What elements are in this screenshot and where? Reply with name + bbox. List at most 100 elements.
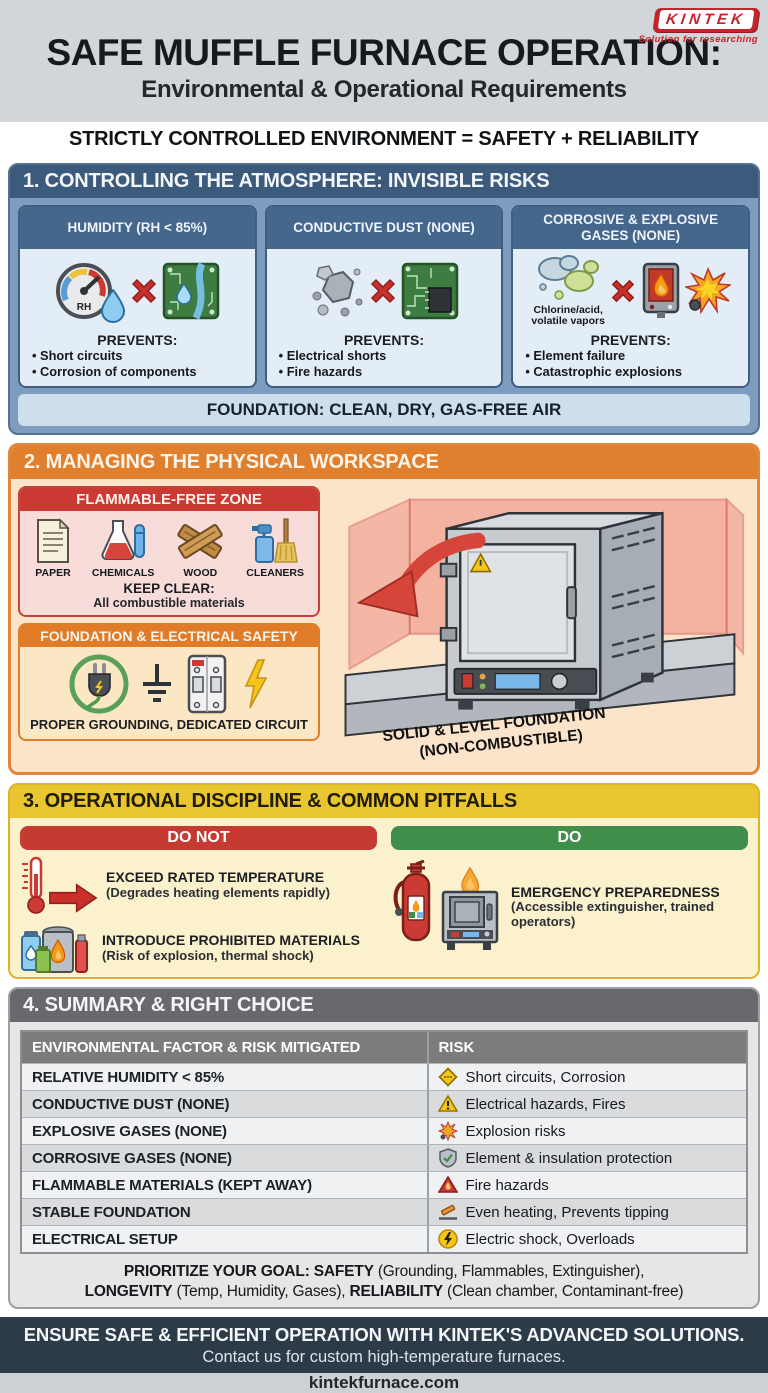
column-header-factor: ENVIRONMENTAL FACTOR & RISK MITIGATED: [32, 1039, 361, 1056]
electrical-safety-caption: PROPER GROUNDING, DEDICATED CIRCUIT: [30, 717, 308, 732]
do-item-sub: (Accessible extinguisher, trained operat…: [511, 899, 715, 929]
section-discipline-title: 3. OPERATIONAL DISCIPLINE & COMMON PITFA…: [10, 785, 758, 818]
dont-item-temperature: EXCEED RATED TEMPERATURE (Degrades heati…: [20, 856, 377, 914]
gases-card-icons: Chlorine/acid, volatile vapors: [513, 249, 748, 332]
dont-item-sub: (Risk of explosion, thermal shock): [102, 947, 314, 963]
cleaners-icon: [251, 517, 299, 565]
risk-text: Electrical hazards, Fires: [465, 1095, 626, 1113]
do-column: DO: [391, 826, 748, 976]
cleaners-item: CLEANERS: [246, 517, 304, 579]
section-atmosphere: 1. CONTROLLING THE ATMOSPHERE: INVISIBLE…: [8, 163, 760, 435]
list-item: • Fire hazards: [278, 364, 363, 380]
workspace-body: FLAMMABLE-FREE ZONE: [11, 479, 757, 772]
risk-text: Even heating, Prevents tipping: [465, 1203, 669, 1221]
risk-text: Fire hazards: [465, 1176, 549, 1194]
humidity-card-title: HUMIDITY (RH < 85%): [20, 207, 255, 249]
dont-item-text: INTRODUCE PROHIBITED MATERIALS (Risk of …: [102, 932, 360, 963]
table-row: RELATIVE HUMIDITY < 85% Short circuits, …: [22, 1063, 746, 1090]
circuit-breaker-icon: [184, 653, 230, 715]
flammable-free-zone-card: FLAMMABLE-FREE ZONE: [18, 486, 320, 617]
website-link[interactable]: kintekfurnace.com: [308, 1373, 460, 1392]
dont-item-title: EXCEED RATED TEMPERATURE: [106, 869, 325, 886]
control-panel: [453, 667, 598, 695]
muffle-furnace: [439, 511, 664, 710]
electrical-safety-icons: [20, 647, 318, 717]
dust-card: CONDUCTIVE DUST (NONE): [264, 205, 504, 388]
dont-item-materials: INTRODUCE PROHIBITED MATERIALS (Risk of …: [20, 920, 377, 976]
workspace-left-column: FLAMMABLE-FREE ZONE: [18, 486, 320, 766]
discipline-body: DO NOT: [10, 818, 758, 977]
burning-furnace-icon: [640, 262, 682, 320]
table-row: CORROSIVE GASES (NONE) Element & insulat…: [22, 1144, 746, 1171]
explosion-icon: [438, 1121, 459, 1141]
factor-cell: RELATIVE HUMIDITY < 85%: [32, 1068, 224, 1086]
humidity-prevents-list: • Short circuits • Corrosion of componen…: [20, 348, 255, 386]
table-row: FLAMMABLE MATERIALS (KEPT AWAY) Fire haz…: [22, 1171, 746, 1198]
water-droplet-icon: [100, 289, 126, 324]
list-item: • Short circuits: [32, 347, 123, 363]
cta-line1: ENSURE SAFE & EFFICIENT OPERATION WITH K…: [23, 1324, 745, 1345]
table-row: STABLE FOUNDATION Even heating, Prevents…: [22, 1198, 746, 1225]
grounded-plug-icon: [68, 653, 130, 715]
gas-caption: Chlorine/acid, volatile vapors: [531, 303, 605, 328]
column-header-risk: RISK: [427, 1032, 746, 1063]
list-item: • Corrosion of components: [32, 364, 197, 380]
factor-cell: FLAMMABLE MATERIALS (KEPT AWAY): [32, 1176, 312, 1194]
keep-away-arrow-icon: [356, 532, 486, 618]
dust-card-icons: [267, 249, 502, 332]
wet-circuit-board-icon: [162, 262, 220, 320]
section-atmosphere-title: 1. CONTROLLING THE ATMOSPHERE: INVISIBLE…: [10, 165, 758, 198]
goal-text: (Clean chamber, Contaminant-free): [442, 1282, 684, 1300]
risk-cell: Short circuits, Corrosion: [427, 1064, 746, 1090]
svg-text:RH: RH: [77, 302, 91, 313]
kintek-logo: KINTEK Solution for researching: [639, 8, 760, 45]
risk-text: Element & insulation protection: [465, 1149, 673, 1167]
level-tool-icon: [438, 1202, 458, 1222]
gases-card: CORROSIVE & EXPLOSIVE GASES (NONE) Chlor…: [511, 205, 751, 388]
chemicals-item: CHEMICALS: [92, 517, 154, 579]
summary-table-header: ENVIRONMENTAL FACTOR & RISK MITIGATED RI…: [22, 1032, 746, 1063]
risk-text: Explosion risks: [465, 1122, 566, 1140]
explosion-icon: [685, 267, 732, 315]
humidity-gauge-icon: RH: [55, 262, 113, 320]
kintek-logo-box: KINTEK: [652, 8, 760, 32]
control-knob: [550, 672, 568, 690]
keep-clear-title: KEEP CLEAR:: [123, 581, 215, 596]
goal-text: (Temp, Humidity, Gases),: [172, 1282, 350, 1300]
electrical-safety-title: FOUNDATION & ELECTRICAL SAFETY: [20, 625, 318, 647]
humidity-prevents-label: PREVENTS:: [97, 331, 178, 348]
dust-prevents-list: • Electrical shorts • Fire hazards: [267, 348, 502, 386]
furnace-illustration: SOLID & LEVEL FOUNDATION (NON-COMBUSTIBL…: [326, 486, 750, 766]
do-pill: DO: [391, 826, 748, 850]
chip-circuit-board-icon: [401, 262, 459, 320]
page-header: KINTEK Solution for researching SAFE MUF…: [0, 0, 768, 122]
factor-cell: CORROSIVE GASES (NONE): [32, 1149, 232, 1167]
x-mark-icon: [368, 276, 398, 306]
site-footer: kintekfurnace.com: [0, 1373, 768, 1393]
display-screen: [494, 673, 541, 690]
humidity-card-icons: RH: [20, 249, 255, 332]
paper-icon: [34, 517, 72, 565]
table-row: EXPLOSIVE GASES (NONE) Explosion risks: [22, 1117, 746, 1144]
cleaners-label: CLEANERS: [246, 567, 305, 579]
x-mark-icon: [129, 276, 159, 306]
section-summary-title: 4. SUMMARY & RIGHT CHOICE: [10, 989, 758, 1022]
chemicals-icon: [99, 517, 147, 565]
table-row: CONDUCTIVE DUST (NONE) Electrical hazard…: [22, 1090, 746, 1117]
electric-bolt-icon: [438, 1229, 459, 1249]
diamond-hazard-icon: [438, 1067, 459, 1087]
goal-text: (Grounding, Flammables, Extinguisher),: [373, 1263, 645, 1280]
extinguisher-furnace-icon: [391, 860, 503, 954]
kintek-logo-text: KINTEK: [657, 10, 755, 29]
dust-prevents-label: PREVENTS:: [343, 331, 425, 348]
chemicals-label: CHEMICALS: [91, 567, 155, 579]
dont-column: DO NOT: [20, 826, 377, 976]
risk-cell: Explosion risks: [427, 1118, 746, 1144]
power-switch: [461, 673, 474, 689]
risk-text: Electric shock, Overloads: [465, 1230, 635, 1248]
list-item: • Electrical shorts: [278, 347, 387, 363]
factor-cell: CONDUCTIVE DUST (NONE): [32, 1095, 230, 1113]
atmosphere-cards: HUMIDITY (RH < 85%) RH: [10, 198, 758, 392]
page-title: SAFE MUFFLE FURNACE OPERATION:: [46, 32, 722, 73]
dont-item-sub: (Degrades heating elements rapidly): [106, 884, 330, 900]
